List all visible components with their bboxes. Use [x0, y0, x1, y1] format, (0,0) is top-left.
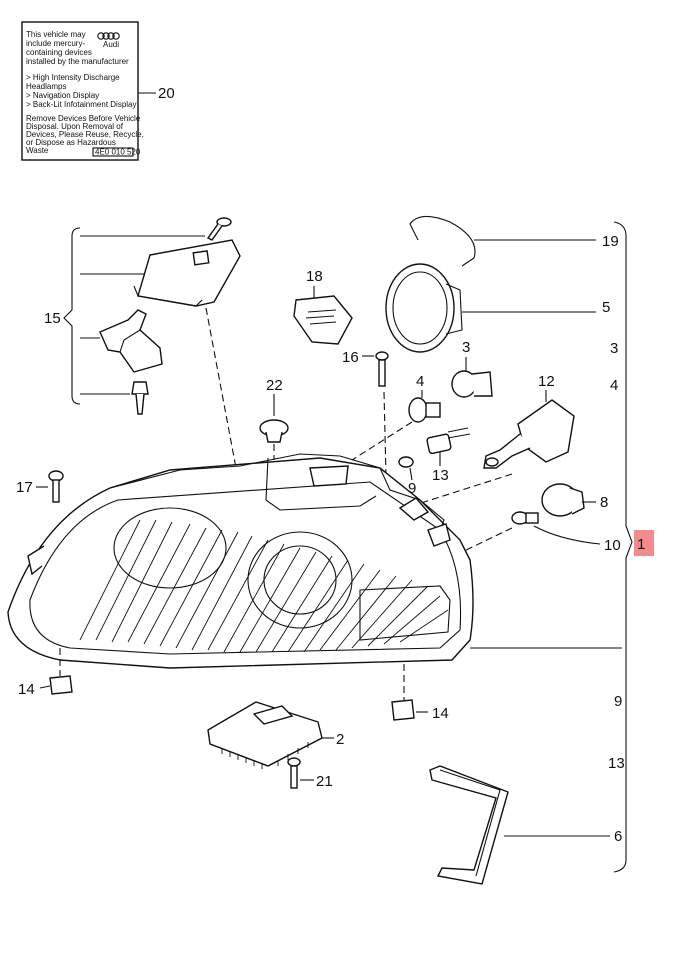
- xenon-bulb: [483, 399, 575, 469]
- callout-5: 5: [602, 299, 610, 316]
- callout-4-right: 4: [610, 377, 618, 394]
- label-line: installed by the manufacturer: [26, 57, 129, 66]
- label-line: This vehicle may: [26, 30, 86, 39]
- assembly-bracket: [613, 221, 633, 873]
- holder-bracket: [99, 309, 163, 373]
- brand-text: Audi: [103, 40, 119, 49]
- clip-nut: [49, 675, 73, 695]
- callout-1: 1: [637, 536, 645, 553]
- part-code-text: 4E0 010 520: [95, 148, 141, 157]
- bulb-socket: [451, 370, 493, 398]
- side-marker-bulb: [511, 511, 539, 525]
- callout-4: 4: [416, 373, 424, 390]
- label-line: Devices, Please Reuse, Recycle,: [26, 130, 144, 139]
- label-line: > High Intensity Discharge: [26, 73, 120, 82]
- wedge-bulb: [398, 456, 414, 468]
- low-beam-bulb: [541, 483, 585, 517]
- turn-signal-bulb: [408, 397, 441, 423]
- callout-13-right: 13: [608, 755, 625, 772]
- label-line: > Back-Lit Infotainment Display: [26, 100, 137, 109]
- rubber-cap: [259, 419, 289, 443]
- unit-screw: [287, 757, 301, 789]
- headlamp-housing: [7, 453, 474, 669]
- label-line: or Dispose as Hazardous: [26, 138, 116, 147]
- wedge-bulb-socket: [426, 427, 471, 455]
- label-line: > Navigation Display: [26, 91, 99, 100]
- callout-21: 21: [316, 773, 333, 790]
- electrical-connector: [293, 295, 353, 345]
- bracket-screw: [131, 381, 149, 415]
- callout-20: 20: [158, 85, 175, 102]
- callout-9-right: 9: [614, 693, 622, 710]
- mounting-plate: [133, 239, 241, 307]
- label-line: include mercury-: [26, 39, 85, 48]
- callout-16: 16: [342, 349, 359, 366]
- callout-14-right: 14: [432, 705, 449, 722]
- callout-2: 2: [336, 731, 344, 748]
- housing-screw: [48, 470, 64, 503]
- clip-nut: [391, 699, 415, 721]
- adjusting-screw: [375, 351, 389, 387]
- callout-15: 15: [44, 310, 61, 327]
- callout-10: 10: [604, 537, 621, 554]
- highlight-box: [634, 530, 654, 556]
- callout-17: 17: [16, 479, 33, 496]
- callout-6: 6: [614, 828, 622, 845]
- callout-9: 9: [408, 480, 416, 497]
- callout-13: 13: [432, 467, 449, 484]
- callout-14-left: 14: [18, 681, 35, 698]
- bracket-screw: [206, 217, 232, 241]
- callout-3-right: 3: [610, 340, 618, 357]
- label-line: containing devices: [26, 48, 92, 57]
- callout-19: 19: [602, 233, 619, 250]
- label-line: Waste: [26, 146, 49, 155]
- retaining-clip: [409, 215, 476, 267]
- label-line: Remove Devices Before Vehicle: [26, 114, 141, 123]
- ballast-control-unit: [207, 701, 323, 769]
- mercury-warning-label: Audi This vehicle may include mercury- c…: [21, 21, 144, 161]
- callout-12: 12: [538, 373, 555, 390]
- headlamp-cover-cap: [385, 263, 463, 353]
- label-line: Disposal. Upon Removal of: [26, 122, 124, 131]
- callout-3: 3: [462, 339, 470, 356]
- callout-18: 18: [306, 268, 323, 285]
- label-line: Headlamps: [26, 82, 66, 91]
- trim-strip: [429, 765, 509, 885]
- callout-22: 22: [266, 377, 283, 394]
- audi-rings-logo: Audi: [97, 32, 120, 49]
- callout-8: 8: [600, 494, 608, 511]
